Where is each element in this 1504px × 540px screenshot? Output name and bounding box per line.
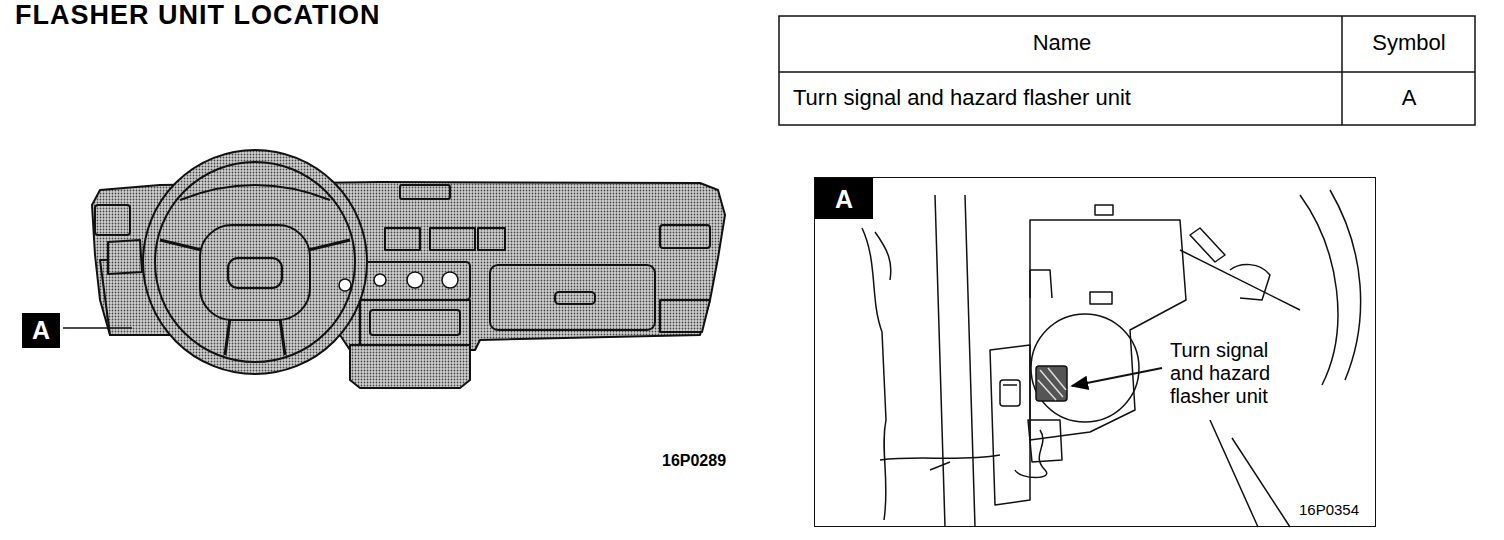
symbol-letter: A [32,316,50,345]
figure-code: 16P0289 [662,452,726,470]
dashboard-drawing [430,228,475,250]
dashboard-drawing [490,265,655,330]
table-grid [779,71,1475,73]
dashboard-drawing [370,310,460,335]
control-knob [374,274,386,286]
detail-drawing [1038,368,1066,400]
dashboard-drawing [228,258,282,288]
detail-drawing [935,195,975,527]
table-grid [779,16,1475,125]
dashboard-drawing [143,150,367,374]
symbol-box: A [22,313,60,348]
detail-drawing [1210,420,1290,527]
symbol-box: A [815,178,873,219]
table-grid [779,16,1475,125]
table-header: Symbol [1372,30,1445,55]
detail-drawing [862,228,886,520]
detail-drawing [1031,314,1139,422]
detail-drawing [862,190,1361,527]
detail-drawing [930,462,950,470]
callout-text: Turn signal and hazard flasher unit [1170,339,1298,408]
page-title: FLASHER UNIT LOCATION [15,0,380,31]
dashboard-drawing [360,262,470,300]
detail-drawing [880,455,1000,460]
dashboard-drawing [155,162,355,362]
symbol-letter: A [835,184,853,213]
detail-drawing [875,232,891,280]
detail-drawing [1090,292,1112,304]
detail-drawing [1180,250,1300,310]
dashboard-drawing [180,185,330,200]
detail-drawing [1015,430,1047,478]
table-header: Name [1033,30,1092,55]
figure-code: 16P0354 [1299,501,1359,518]
detail-drawing [1000,380,1020,406]
dashboard-drawing [350,345,470,388]
detail-drawing [1030,220,1186,440]
detail-drawing [1030,270,1052,298]
dashboard-drawing [400,185,450,199]
dashboard-drawing [478,228,505,250]
control-knob [339,272,458,291]
table-grid [1341,16,1343,125]
dashboard-drawing [660,225,710,248]
control-knob [442,272,458,288]
detail-drawing [1300,195,1338,385]
detail-panel: A Turn signal and hazard flasher unit 16P0… [814,177,1376,527]
detail-drawing [1095,205,1113,215]
table-cell: A [1402,85,1417,110]
control-knob [407,272,423,288]
detail-drawing [1028,420,1062,462]
control-knob [339,279,351,291]
dashboard-drawing [200,225,310,320]
table-cell: Turn signal and hazard flasher unit [793,85,1131,110]
dashboard-drawing [660,300,710,332]
detail-drawing [1003,384,1017,386]
dashboard-drawing [108,240,142,274]
detail-drawing [1230,265,1270,300]
detail-drawing [990,345,1030,505]
dashboard-drawing [92,150,725,388]
dashboard-drawing [555,292,595,304]
dashboard-drawing [95,205,130,235]
detail-drawing [1330,190,1361,380]
dashboard-drawing [385,228,420,250]
detail-drawing [1036,366,1067,401]
callout-arrow [1072,368,1162,386]
leader-line [63,327,132,329]
dashboard-drawing [360,300,470,345]
